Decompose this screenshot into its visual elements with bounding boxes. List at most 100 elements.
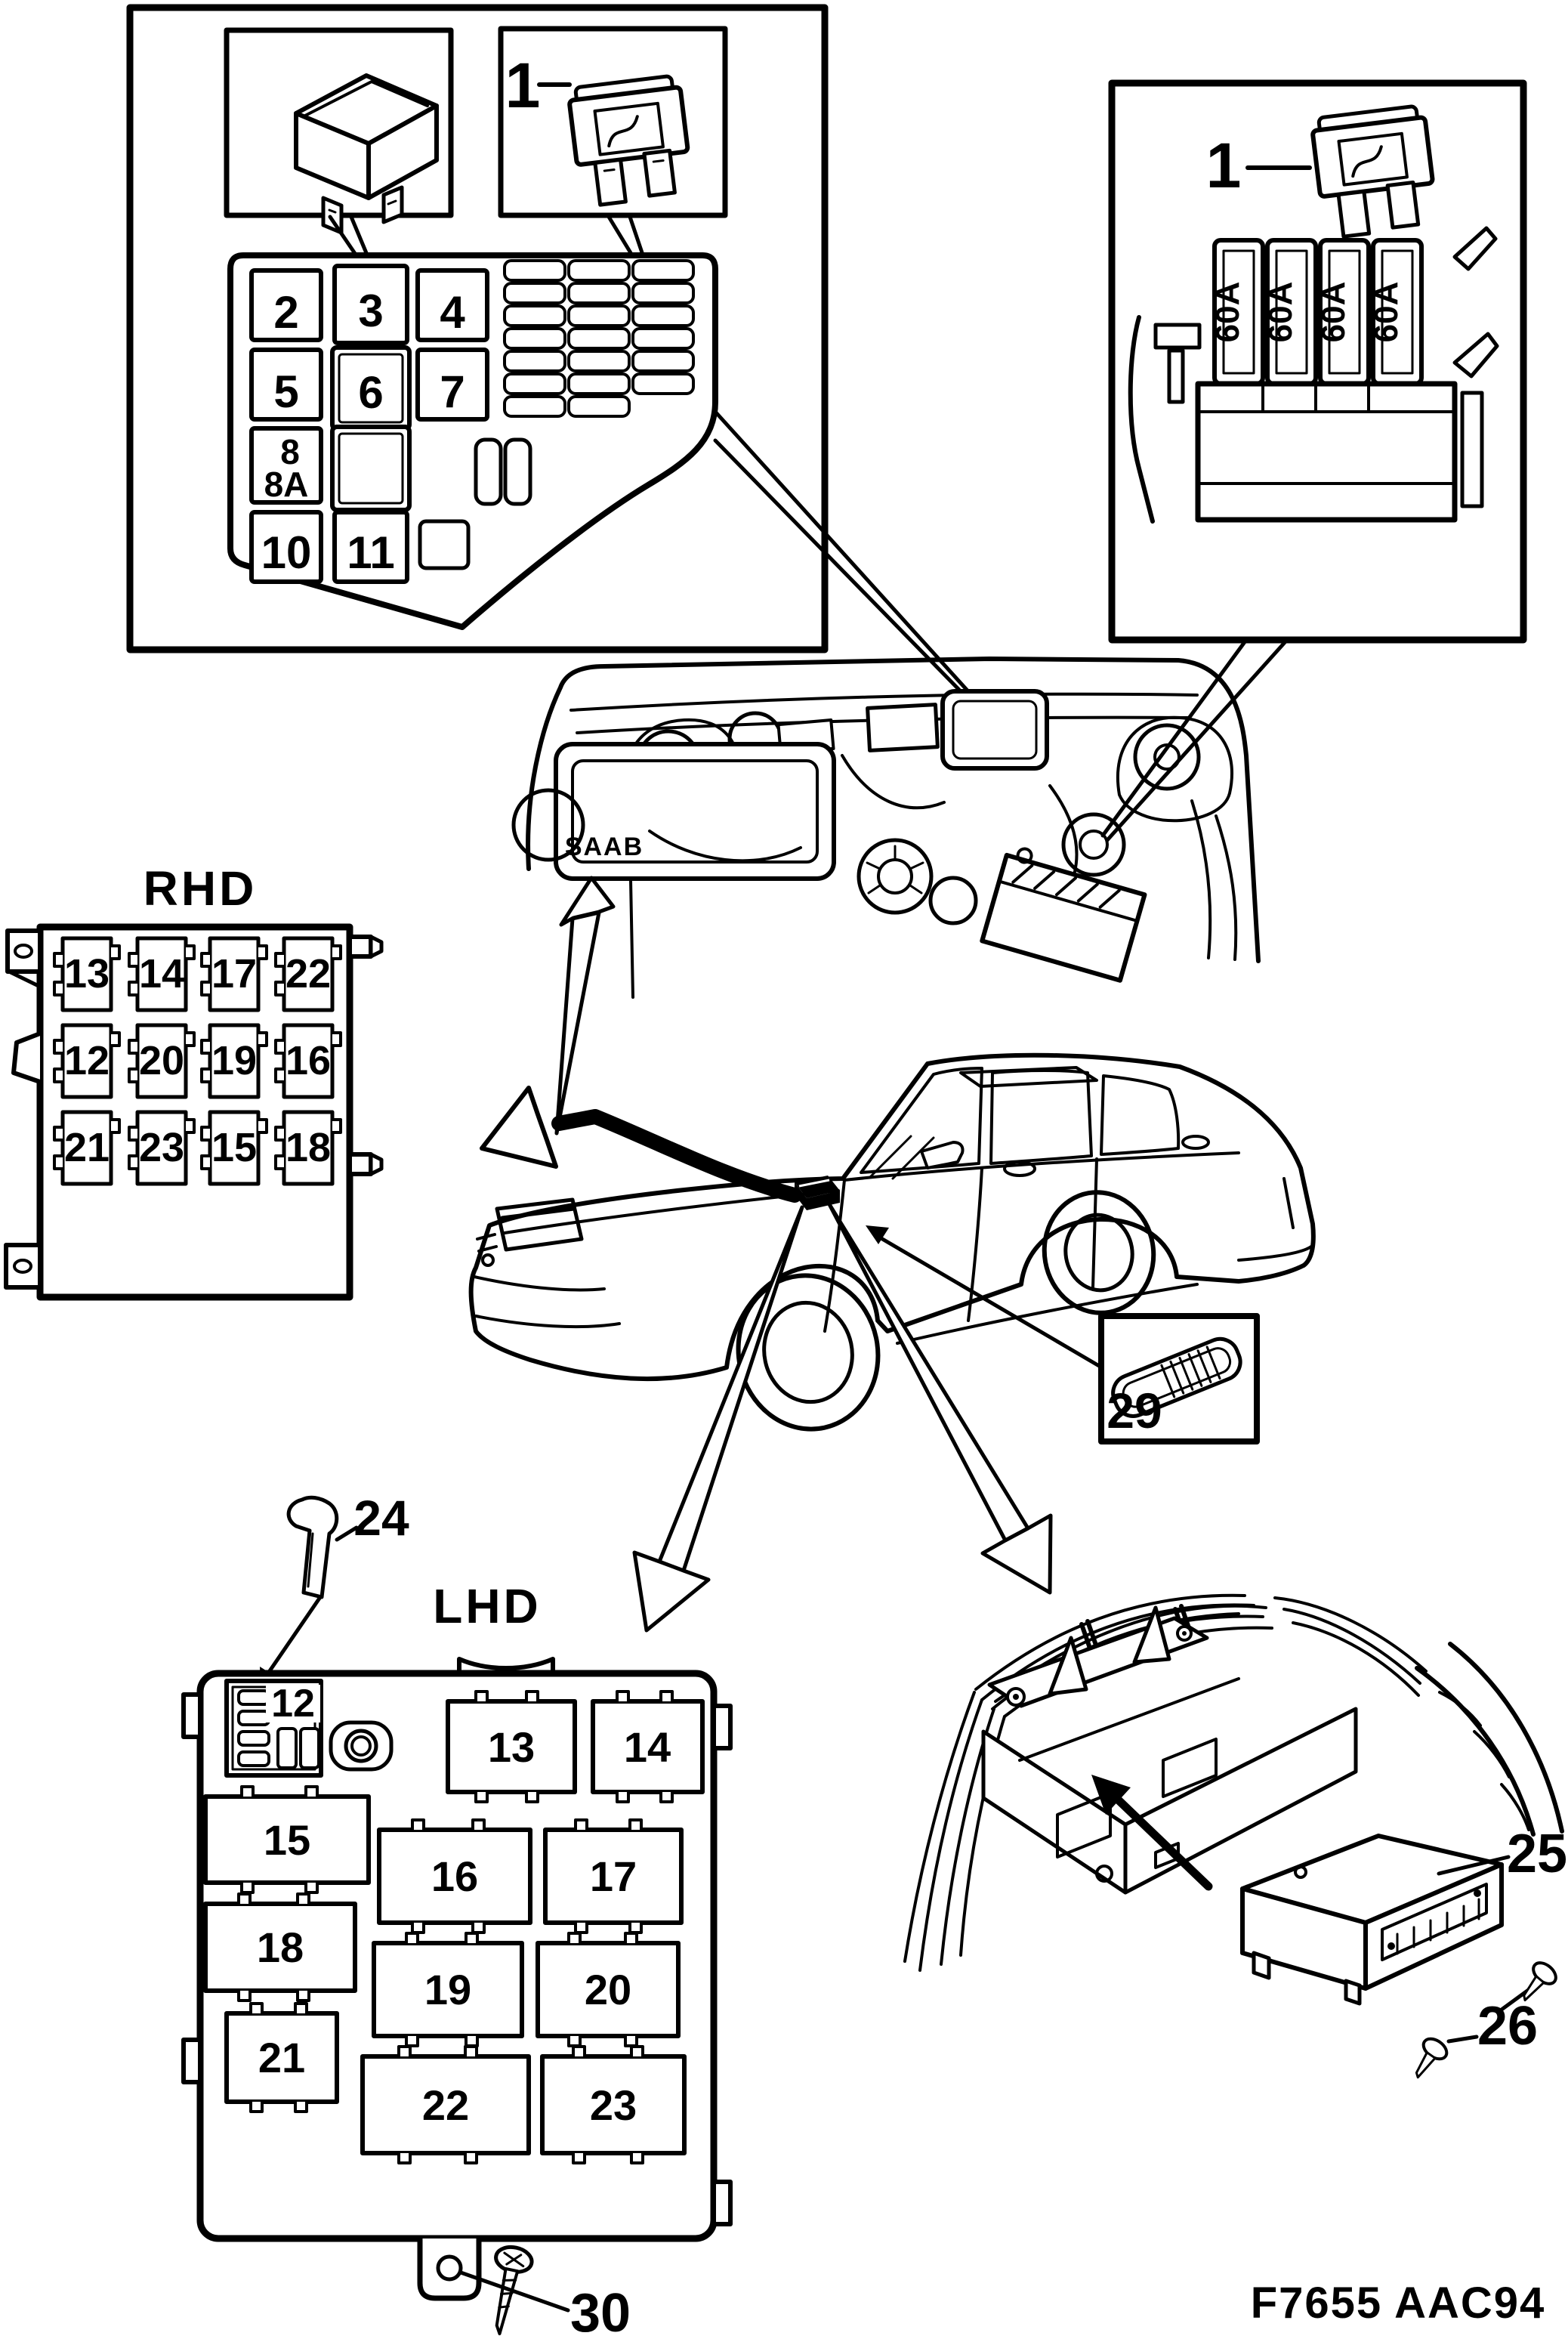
rhd-label: 14 (139, 951, 184, 996)
fuse-slot (631, 282, 695, 304)
mini-fuse (237, 1689, 270, 1706)
lhd-socket (203, 1794, 371, 1885)
lhd-label: 23 (590, 2081, 637, 2129)
ecu-callout: 25 (1507, 1824, 1567, 1884)
slot-3-label: 3 (358, 286, 383, 336)
fuse-slot (567, 350, 631, 372)
slot-2-label: 2 (273, 287, 298, 338)
lhd-socket (203, 1902, 357, 1993)
peg (347, 935, 373, 959)
lhd-socket (543, 1828, 684, 1925)
lhd-socket (591, 1699, 705, 1794)
rhd-socket (60, 1023, 113, 1099)
rhd-label: 16 (286, 1038, 331, 1083)
blade-fuse-icon (1310, 104, 1435, 239)
relay-slot-11 (332, 510, 409, 584)
clip-24: 24 (260, 1490, 409, 1685)
lhd-sockets (203, 1690, 705, 2164)
lhd-socket (224, 2011, 339, 2104)
holder-hook (1452, 332, 1499, 378)
relay-slot-2 (249, 268, 323, 342)
slot-5-label: 5 (273, 366, 298, 417)
car-body-outline (468, 1052, 1316, 1382)
mini-fuse (237, 1710, 270, 1726)
rhd-socket (60, 1110, 113, 1186)
arrow-downright-head (980, 1513, 1053, 1595)
rhd-socket (282, 936, 335, 1012)
fuse-slot (631, 304, 695, 327)
ecu-module (1240, 1834, 1504, 2006)
engine-bay-outline (526, 657, 1261, 963)
rhd-socket (282, 1110, 335, 1186)
holder-strap (1128, 315, 1155, 524)
grommet (344, 1729, 378, 1763)
rhd-socket (208, 1110, 261, 1186)
figure-code: F7655 AAC94 (1251, 2279, 1546, 2328)
holder-pin (1167, 348, 1185, 404)
rhd-socket (135, 1110, 188, 1186)
lhd-socket (360, 2054, 531, 2155)
relay-slot-10 (249, 510, 323, 584)
engine-bay-illustration: SAAB (511, 657, 1261, 999)
holder-body (1195, 381, 1458, 523)
lhd-label: 18 (257, 1923, 304, 1971)
fuse-slot (631, 327, 695, 350)
rear-wheel (1042, 1190, 1156, 1315)
insert-arrow-shaft (1112, 1794, 1213, 1891)
lhd-label: 17 (590, 1852, 637, 1900)
detail-box-29: 29 (1098, 1313, 1260, 1444)
fuse-slot (503, 395, 566, 418)
windshield (860, 1067, 983, 1174)
mini-fuse (276, 1727, 298, 1769)
side-tab (181, 2038, 202, 2084)
engine-brand-label: SAAB (565, 833, 644, 861)
lhd-title: LHD (433, 1579, 542, 1633)
location-arrows (480, 876, 1107, 1633)
fuse-slot (567, 304, 631, 327)
screw-tab (417, 2235, 482, 2301)
inset-box-relay-fuse: 1 2 3 4 5 6 7 8 8A 10 11 (126, 4, 990, 721)
slot-8a-label: 8A (264, 465, 309, 504)
clip-callout-leader (335, 1525, 359, 1542)
screw-30-icon (494, 2245, 534, 2336)
maxi-fuse-rating: 60A (1262, 282, 1299, 343)
arrow-downright-shaft (827, 1202, 1030, 1543)
fuse-slot (503, 372, 566, 395)
relay-slot-blank-inner (338, 432, 404, 505)
rhd-label: 22 (286, 951, 331, 996)
mount-tab (5, 928, 42, 974)
relay-slot-5 (249, 348, 323, 422)
rhd-label: 13 (64, 951, 110, 996)
rocker-line (896, 1283, 1199, 1345)
rhd-label: 18 (286, 1125, 331, 1170)
door-trim-icon (1111, 1336, 1242, 1418)
sunroof (959, 1066, 1098, 1088)
lhd-label: 14 (624, 1723, 671, 1771)
wipers (869, 1135, 935, 1180)
rhd-relay-plate: RHD 13 14 17 22 12 20 19 16 21 23 15 18 (4, 861, 384, 1301)
mini-fuse (299, 1727, 320, 1769)
small-slot (418, 519, 471, 570)
slot-4-label: 4 (440, 287, 465, 338)
connector-12-label: 12 (271, 1682, 315, 1726)
grommet-boss (329, 1720, 394, 1772)
fuse-slot (631, 372, 695, 395)
lhd-label: 20 (585, 1966, 631, 2013)
arrow-downleft-head (632, 1550, 711, 1633)
fuse-slot (567, 327, 631, 350)
door-handle (1181, 1135, 1210, 1150)
rhd-label: 20 (139, 1038, 184, 1083)
mount-bracket (11, 1031, 42, 1084)
lhd-label: 15 (264, 1816, 310, 1864)
battery (980, 847, 1147, 983)
relay-slot-8 (249, 426, 323, 505)
relay-slot-7 (415, 348, 489, 422)
holder-hook (1452, 226, 1498, 271)
fuse-slot (503, 282, 566, 304)
box-handle (457, 1657, 555, 1676)
leader-to-battery (1100, 638, 1289, 842)
holder-rail (1460, 391, 1484, 508)
fuse-callout-label: 1 (1206, 130, 1242, 201)
rhd-title: RHD (144, 861, 258, 916)
